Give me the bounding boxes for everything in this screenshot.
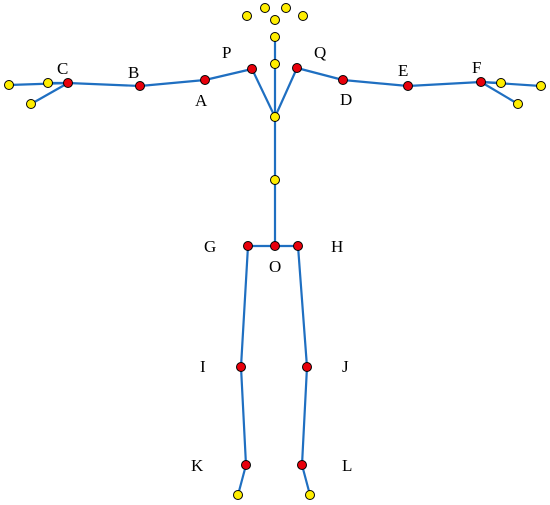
- bone-c-hand3: [29, 81, 70, 106]
- head-point-3: [281, 3, 291, 13]
- joint-o: [270, 241, 280, 251]
- left-hand-point-3: [26, 99, 36, 109]
- head-point-5: [270, 15, 280, 25]
- joint-c: [63, 78, 73, 88]
- left-foot-point: [233, 490, 243, 500]
- joint-i: [236, 362, 246, 372]
- label-f: F: [472, 58, 481, 77]
- joint-k: [241, 460, 251, 470]
- joint-g: [243, 241, 253, 251]
- label-h: H: [331, 237, 343, 256]
- bone-f-hand2: [479, 80, 543, 88]
- head-point-1: [242, 11, 252, 21]
- label-k: K: [191, 456, 204, 475]
- joint-q: [292, 63, 302, 73]
- left-hand-point-1: [43, 78, 53, 88]
- bone-g-i: [239, 244, 250, 369]
- joint-l: [297, 460, 307, 470]
- unlabeled-joints: [4, 3, 546, 500]
- joint-d: [338, 75, 348, 85]
- joint-a: [200, 75, 210, 85]
- bone-h-j: [296, 244, 309, 369]
- bone-p-a: [203, 67, 254, 82]
- bone-f-hand3: [479, 80, 520, 106]
- right-hand-point-1: [496, 78, 506, 88]
- label-g: G: [204, 237, 216, 256]
- bone-i-k: [239, 365, 248, 467]
- joint-e: [403, 81, 413, 91]
- head-point-4: [298, 11, 308, 21]
- label-i: I: [200, 357, 206, 376]
- joint-h: [293, 241, 303, 251]
- bone-a-b: [138, 78, 207, 88]
- joint-f: [476, 77, 486, 87]
- neck-point: [270, 59, 280, 69]
- right-hand-point-2: [536, 81, 546, 91]
- label-l: L: [342, 456, 352, 475]
- label-d: D: [340, 90, 352, 109]
- bone-q-d: [295, 66, 345, 82]
- joint-p: [247, 64, 257, 74]
- label-j: J: [342, 357, 349, 376]
- label-b: B: [128, 63, 139, 82]
- bone-k-foot: [236, 463, 248, 497]
- neck-point-top: [270, 32, 280, 42]
- bone-j-l: [300, 365, 309, 467]
- bone-c-hand2: [7, 81, 70, 87]
- bone-d-e: [341, 78, 410, 88]
- label-e: E: [398, 61, 408, 80]
- bone-chest-p: [250, 67, 277, 119]
- bone-chest-q: [273, 66, 299, 119]
- bone-b-c: [66, 81, 142, 88]
- label-q: Q: [314, 43, 326, 62]
- right-hand-point-3: [513, 99, 523, 109]
- joint-b: [135, 81, 145, 91]
- joint-j: [302, 362, 312, 372]
- joint-labels: P Q C B A E F D G H O I J K L: [57, 43, 481, 475]
- bone-l-foot: [300, 463, 312, 497]
- label-o: O: [269, 257, 281, 276]
- left-hand-point-2: [4, 80, 14, 90]
- label-a: A: [195, 91, 208, 110]
- head-point-2: [260, 3, 270, 13]
- bone-e-f: [406, 80, 483, 88]
- right-foot-point: [305, 490, 315, 500]
- label-c: C: [57, 59, 68, 78]
- label-p: P: [222, 43, 231, 62]
- spine-point: [270, 175, 280, 185]
- chest-point: [270, 112, 280, 122]
- labeled-joints: [63, 63, 486, 470]
